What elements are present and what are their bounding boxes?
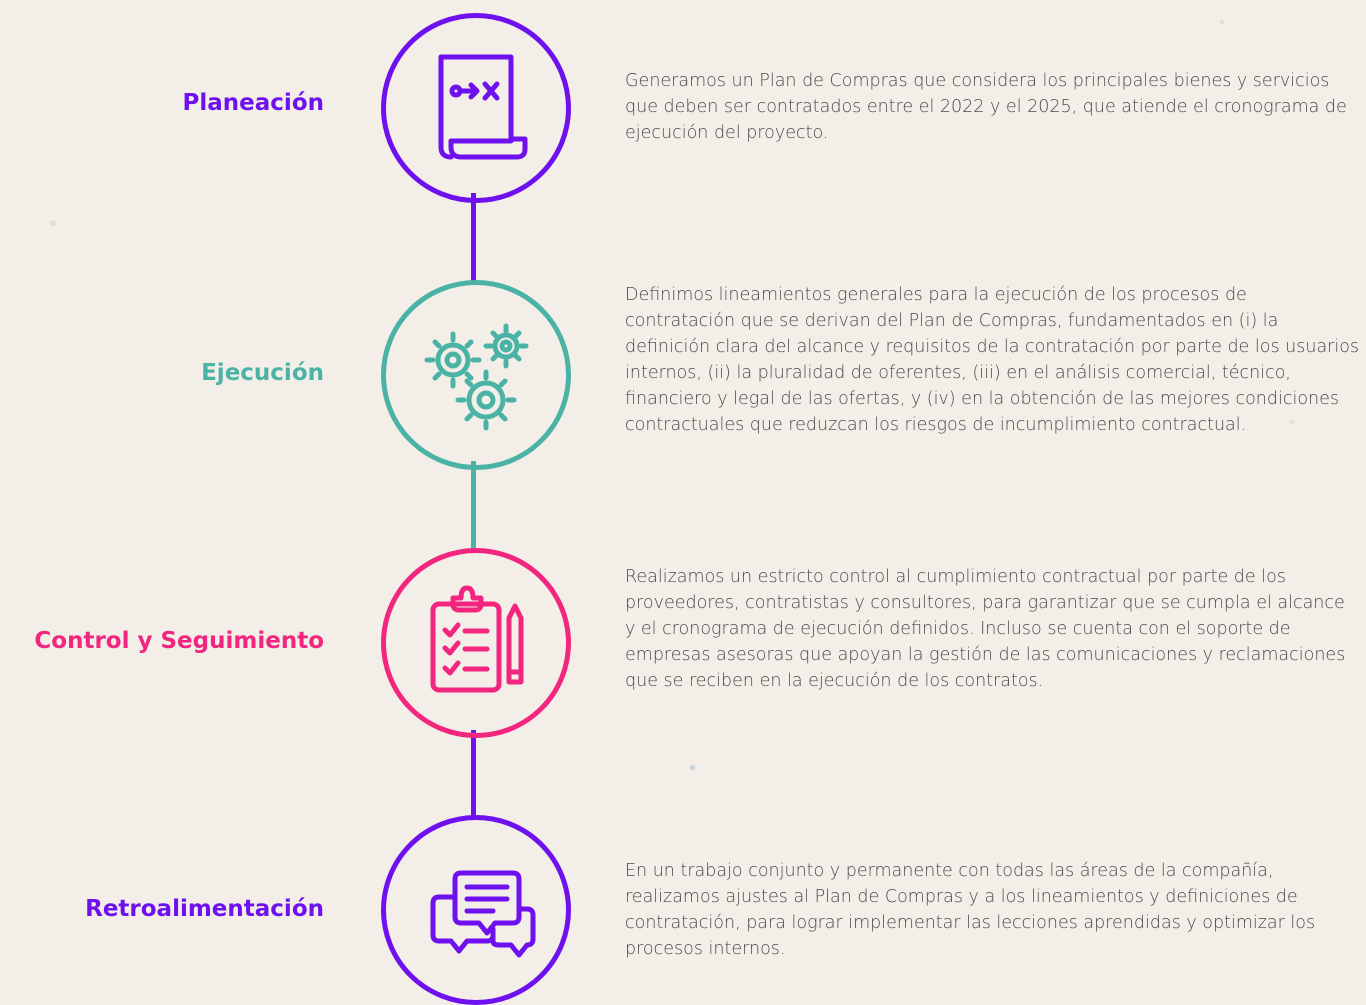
step-title-planeacion: Planeación	[182, 90, 324, 116]
timeline-connector	[471, 461, 476, 551]
step-description-ejecucion: Definimos lineamientos generales para la…	[625, 285, 1360, 435]
step-description-planeacion: Generamos un Plan de Compras que conside…	[625, 71, 1347, 143]
step-circle-ejecucion	[381, 280, 571, 470]
step-title-control: Control y Seguimiento	[34, 628, 324, 654]
step-title-ejecucion: Ejecución	[201, 360, 324, 386]
timeline-connector	[471, 730, 476, 820]
step-description-retroalimentacion: En un trabajo conjunto y permanente con …	[625, 861, 1316, 959]
paper-texture	[50, 220, 56, 226]
step-circle-retroalimentacion	[381, 815, 571, 1005]
paper-texture	[1290, 420, 1294, 424]
chat-bubbles-icon	[430, 870, 536, 958]
step-title-retroalimentacion: Retroalimentación	[85, 896, 324, 922]
paper-texture	[1220, 20, 1224, 24]
document-arrow-x-icon	[438, 54, 528, 160]
step-description-control: Realizamos un estricto control al cumpli…	[625, 567, 1346, 691]
paper-texture	[690, 765, 695, 770]
step-circle-planeacion	[381, 13, 571, 203]
step-circle-control	[381, 548, 571, 738]
gears-icon	[424, 323, 529, 431]
clipboard-checklist-pencil-icon	[430, 585, 524, 693]
timeline-connector	[471, 193, 476, 285]
